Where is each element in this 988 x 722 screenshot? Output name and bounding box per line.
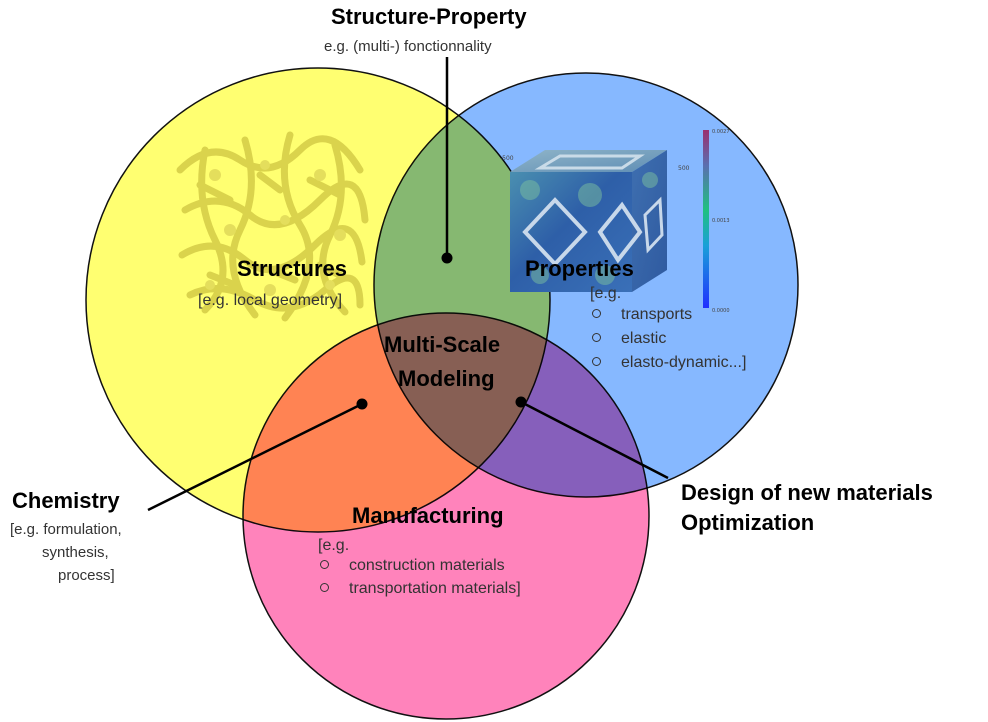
manufacturing-item: transportation materials] <box>320 580 521 598</box>
chemistry-line2: synthesis, <box>42 544 109 561</box>
chemistry-connector <box>147 402 363 512</box>
chemistry-line3: process] <box>58 567 115 584</box>
chemistry-line1: [e.g. formulation, <box>10 521 122 538</box>
properties-item: transports <box>592 306 692 324</box>
manufacturing-item-label: transportation materials] <box>349 580 521 597</box>
svg-text:500: 500 <box>678 165 690 172</box>
multi-scale-line1: Multi-Scale <box>384 332 501 357</box>
foam-structure-image <box>176 131 369 322</box>
design-line1: Design of new materials <box>681 480 933 505</box>
svg-text:0.0000: 0.0000 <box>712 308 730 314</box>
manufacturing-item: construction materials <box>320 557 505 575</box>
properties-item-label: elasto-dynamic...] <box>621 354 747 371</box>
cube-simulation-image: -500 500 0.0027 0.0013 0.0000 <box>500 129 730 314</box>
colorbar <box>703 130 709 308</box>
bullet-icon <box>592 357 601 367</box>
manufacturing-title: Manufacturing <box>352 503 504 528</box>
manufacturing-intro: [e.g. <box>318 537 350 554</box>
properties-item-label: transports <box>621 306 693 323</box>
properties-title: Properties <box>525 256 634 281</box>
properties-intro: [e.g. <box>590 285 622 302</box>
multi-scale-line2: Modeling <box>398 366 495 391</box>
structure-property-title: Structure-Property <box>331 4 527 29</box>
chemistry-title: Chemistry <box>12 488 120 513</box>
structure-property-subtitle: e.g. (multi-) fonctionnality <box>324 38 492 55</box>
structures-subtitle: [e.g. local geometry] <box>198 292 343 309</box>
properties-item: elasto-dynamic...] <box>592 354 746 372</box>
bullet-icon <box>320 560 329 570</box>
properties-item-label: elastic <box>621 330 667 347</box>
chemistry-dot <box>356 398 368 410</box>
bullet-icon <box>320 583 329 593</box>
design-connector <box>520 400 669 480</box>
structure-property-dot <box>441 252 453 264</box>
structures-title: Structures <box>237 256 348 281</box>
svg-text:-500: -500 <box>500 155 514 162</box>
properties-item: elastic <box>592 330 666 348</box>
bullet-icon <box>592 309 601 319</box>
design-dot <box>515 396 527 408</box>
design-line2: Optimization <box>681 510 815 535</box>
svg-text:0.0013: 0.0013 <box>712 218 730 224</box>
bullet-icon <box>592 333 601 343</box>
svg-text:0.0027: 0.0027 <box>712 129 730 135</box>
manufacturing-item-label: construction materials <box>349 557 505 574</box>
